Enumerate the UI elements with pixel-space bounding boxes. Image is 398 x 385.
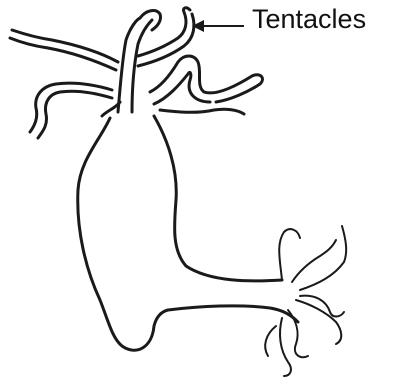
tentacle-center-stem (118, 18, 140, 112)
bud-tentacle-3 (300, 226, 346, 290)
tentacle-lower-left-inner (38, 91, 112, 138)
bud-tentacle-4 (296, 300, 341, 344)
bud-tentacle-7 (300, 296, 344, 317)
hydra-body-outline (78, 102, 298, 350)
tentacle-left (12, 30, 118, 62)
tentacles-label: Tentacles (252, 6, 366, 33)
bud-tentacle-6 (280, 318, 291, 376)
tentacle-lower-right (160, 109, 244, 114)
bud-tentacle-8 (265, 326, 276, 356)
bud-tentacle-1 (279, 229, 300, 280)
